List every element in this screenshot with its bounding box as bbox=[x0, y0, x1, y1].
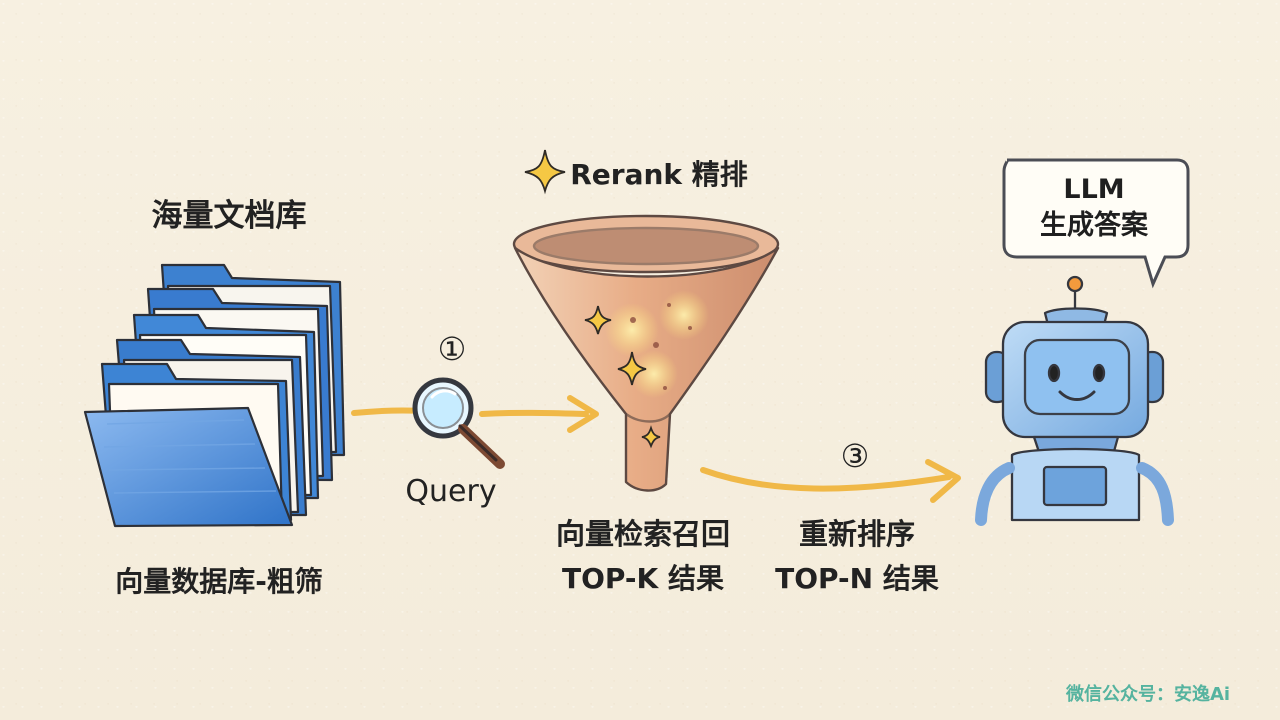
topn-arrow bbox=[700, 459, 961, 503]
query-arrow bbox=[351, 395, 599, 433]
query-label: Query bbox=[405, 474, 497, 509]
robot-icon bbox=[975, 275, 1174, 526]
sparkle-icon bbox=[524, 149, 661, 449]
rerank-result-step: ③ bbox=[840, 437, 870, 475]
rerank-result-caption-line1: 重新排序 bbox=[798, 517, 916, 551]
speech-bubble bbox=[1002, 158, 1190, 289]
llm-bubble-text: LLM 生成答案 bbox=[1009, 172, 1179, 244]
rerank-title: Rerank 精排 bbox=[570, 158, 748, 191]
query-step: ① bbox=[437, 330, 467, 368]
source-caption: 向量数据库-粗筛 bbox=[115, 565, 323, 598]
llm-line1: LLM bbox=[1063, 174, 1125, 205]
folder-stack-icon bbox=[83, 263, 346, 528]
funnel-icon bbox=[512, 214, 780, 492]
rerank-caption-line1: 向量检索召回 bbox=[555, 517, 731, 551]
funnel-dots bbox=[630, 303, 692, 390]
watermark: 微信公众号：安逸Ai bbox=[1066, 684, 1231, 705]
source-title: 海量文档库 bbox=[151, 198, 307, 234]
magnifier-icon bbox=[412, 377, 505, 469]
rerank-result-caption-line2: TOP-N 结果 bbox=[775, 562, 939, 595]
llm-line2: 生成答案 bbox=[1040, 210, 1148, 241]
rerank-caption-line2: TOP-K 结果 bbox=[562, 562, 724, 595]
